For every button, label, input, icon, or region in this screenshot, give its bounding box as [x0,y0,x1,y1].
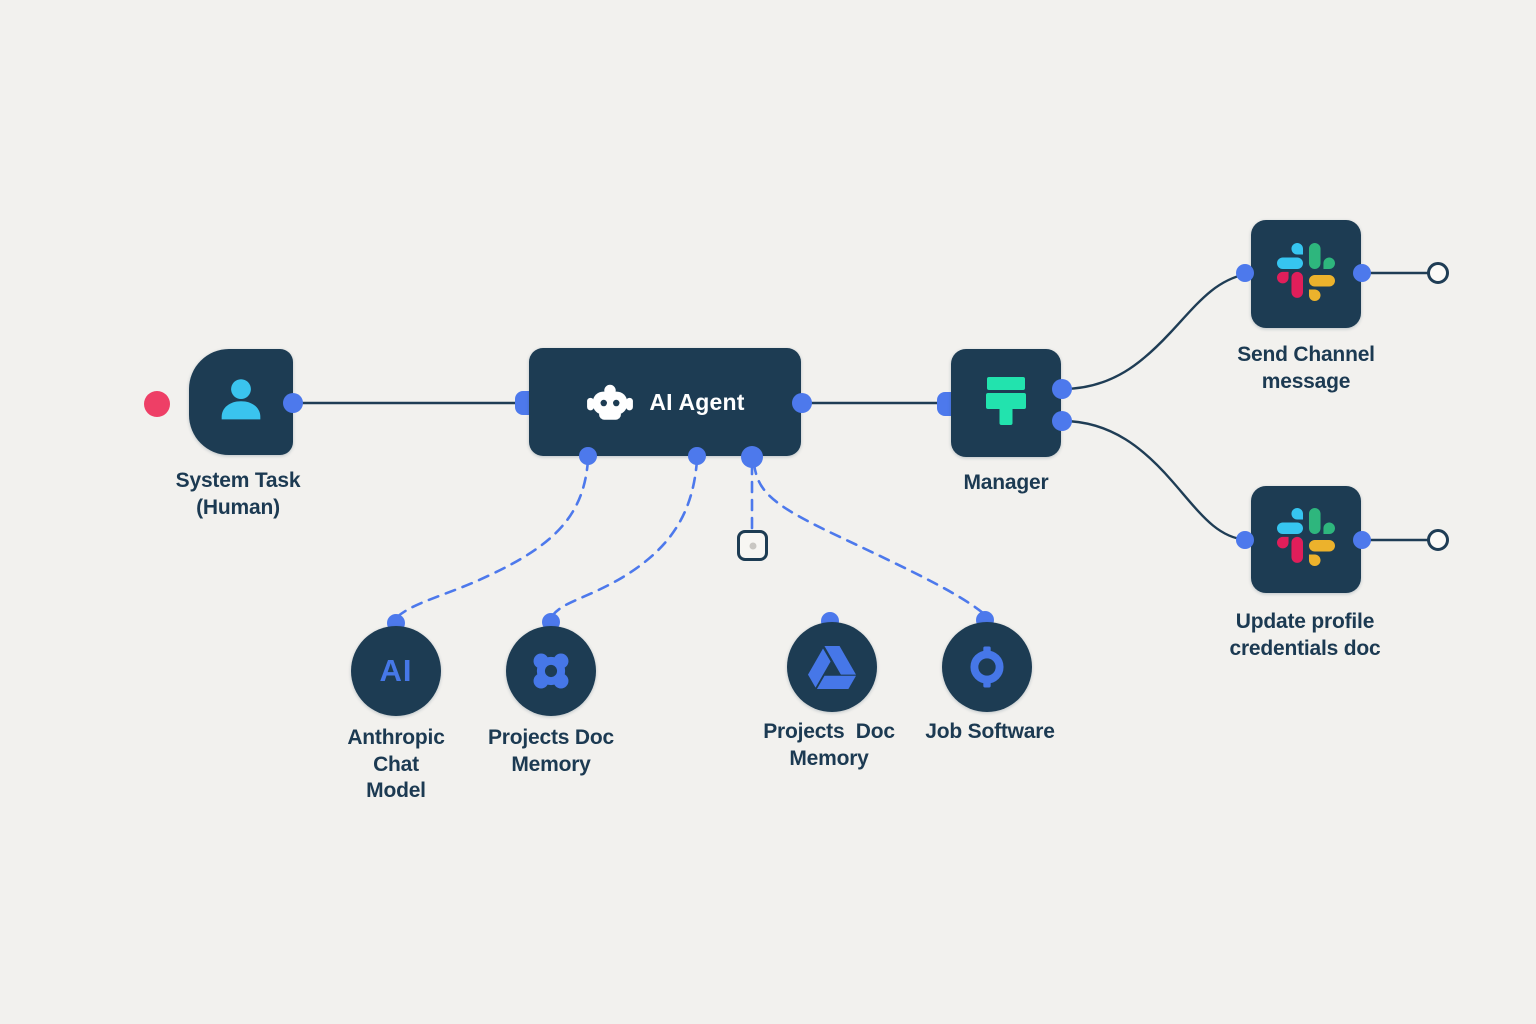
output-port-manager-1[interactable] [1052,379,1072,399]
output-port-ai-agent[interactable] [792,393,812,413]
anthropic-ai-icon: AI [379,653,413,688]
wire-manager-updateprofile [1061,419,1247,542]
input-port-manager[interactable] [937,392,952,416]
node-projects-doc-memory-1[interactable] [506,626,596,716]
input-port-send-channel[interactable] [1236,264,1254,282]
person-icon [212,371,270,434]
node-ai-agent[interactable]: AI Agent [529,348,801,456]
add-node-box[interactable] [737,530,768,561]
open-endpoint-update-profile[interactable] [1427,529,1449,551]
slack-icon [1277,242,1335,306]
google-drive-icon [808,645,856,689]
node-system-task[interactable] [189,349,293,455]
bottom-port-chat-model[interactable] [579,447,597,465]
open-endpoint-send-channel[interactable] [1427,262,1449,284]
output-port-send-channel[interactable] [1353,264,1371,282]
bottom-port-tool[interactable] [741,446,763,468]
node-label-update-profile: Update profile credentials doc [1229,610,1381,660]
input-port-ai-agent[interactable] [515,391,530,415]
robot-icon [585,377,635,427]
node-label-job-software: Job Software [925,720,1055,743]
node-label-memory-2: Projects Doc Memory [763,720,895,770]
node-update-profile-credentials[interactable] [1251,486,1361,593]
input-port-update-profile[interactable] [1236,531,1254,549]
wire-manager-sendchannel [1061,272,1247,391]
nucleus-icon [528,648,574,694]
workflow-start-dot [144,391,170,417]
node-send-channel-message[interactable] [1251,220,1361,328]
node-job-software[interactable] [942,622,1032,712]
slack-icon [1277,508,1335,571]
node-label-send-channel: Send Channel message [1237,343,1375,393]
wire-aiagent-memory [550,458,699,618]
node-label-system-task: System Task (Human) [175,469,301,519]
output-port-system-task[interactable] [283,393,303,413]
ai-agent-title: AI Agent [649,388,745,415]
node-projects-doc-memory-2[interactable] [787,622,877,712]
ring-icon [966,646,1008,688]
wire-aiagent-jobsoftware [752,462,985,615]
node-label-memory-1: Projects Doc Memory [488,726,614,776]
add-node-dot-icon [749,542,756,549]
wire-aiagent-anthropic [395,458,590,619]
output-port-manager-2[interactable] [1052,411,1072,431]
node-anthropic-chat-model[interactable]: AI [351,626,441,716]
manager-icon [986,376,1026,430]
output-port-update-profile[interactable] [1353,531,1371,549]
node-manager[interactable] [951,349,1061,457]
node-label-manager: Manager [963,471,1049,494]
node-label-anthropic: Anthropic Chat Model [347,726,445,803]
bottom-port-memory[interactable] [688,447,706,465]
